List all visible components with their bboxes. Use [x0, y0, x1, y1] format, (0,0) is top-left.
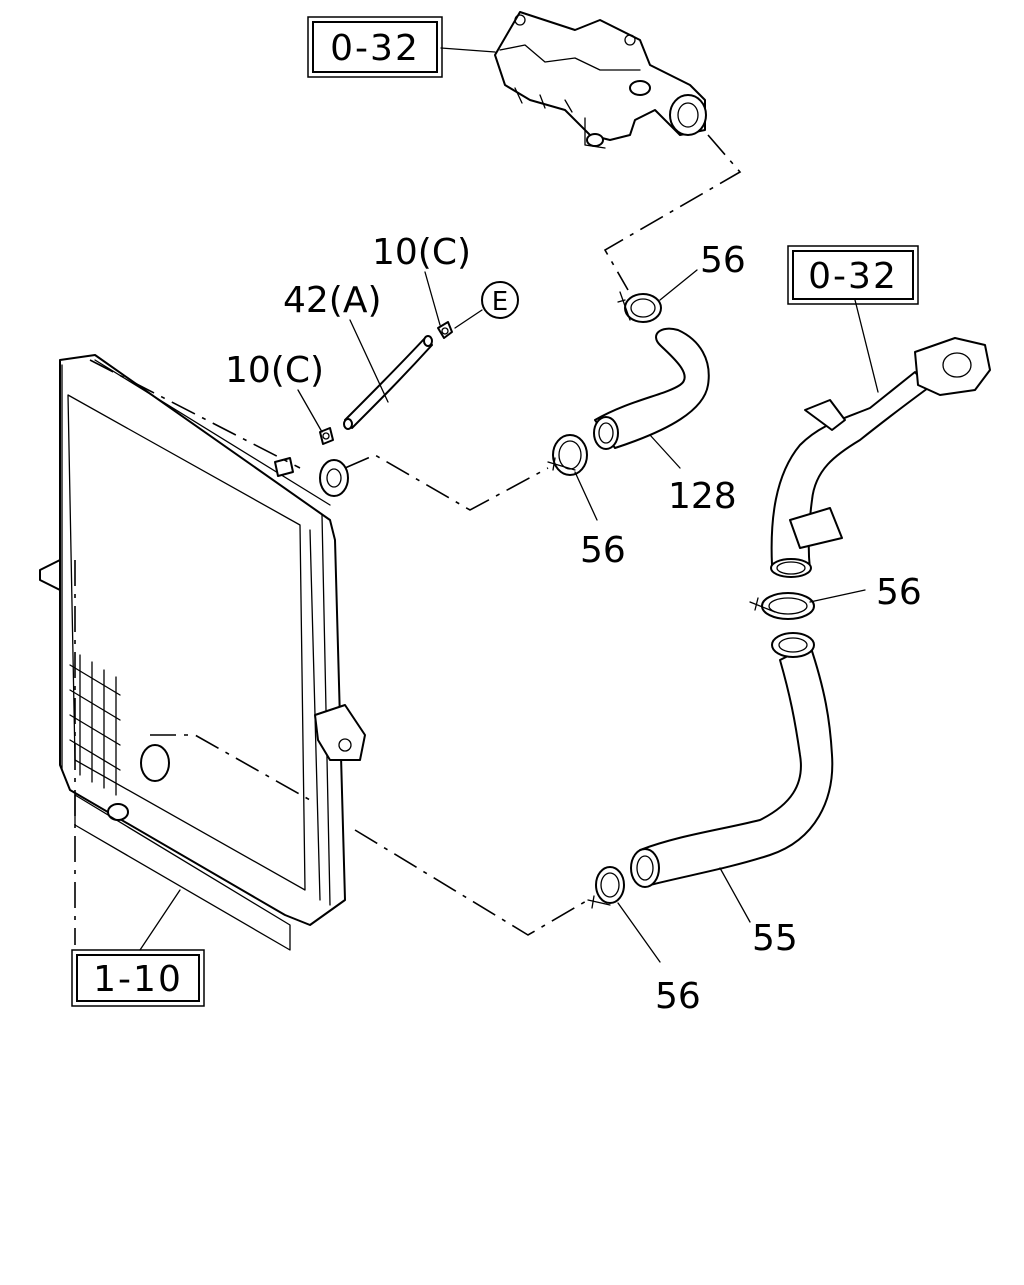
ref-box-top-left: 0-32: [307, 16, 443, 78]
thermostat-housing: [494, 11, 707, 149]
callout-clamp-lower-pipe: 56: [876, 572, 922, 613]
hose-clamp-lower-pipe: [749, 592, 815, 620]
callout-vent-hose: 42(A): [283, 280, 382, 321]
leader-lines: [139, 47, 879, 963]
callout-clamp-lower-left: 56: [655, 976, 701, 1017]
ref-box-top-left-label: 0-32: [330, 28, 420, 69]
upper-radiator-hose: [593, 327, 710, 450]
hose-clip-lower: [319, 427, 334, 445]
ref-box-bottom-left: 1-10: [71, 949, 205, 1007]
routing-lines: [74, 134, 742, 945]
water-pipe: [770, 337, 991, 578]
ref-box-right-label: 0-32: [808, 256, 898, 297]
callout-lower-hose: 55: [752, 918, 798, 959]
callout-clamp-top: 56: [700, 240, 746, 281]
connector-circle-e-label: E: [492, 287, 508, 317]
callout-upper-hose: 128: [668, 476, 737, 517]
ref-box-bottom-left-label: 1-10: [93, 959, 183, 1000]
radiator: [39, 354, 366, 951]
ref-box-right: 0-32: [787, 245, 919, 305]
hose-clamp-lower-left: [587, 866, 625, 909]
hose-clip-upper: [437, 321, 453, 339]
vent-hose: [343, 335, 433, 430]
connector-circle-e: E: [481, 281, 519, 319]
lower-radiator-hose: [630, 632, 834, 888]
callout-clip-lower: 10(C): [225, 350, 324, 391]
callout-clamp-upper-left: 56: [580, 530, 626, 571]
hose-clamp-top: [617, 291, 662, 323]
callout-clip-upper: 10(C): [372, 232, 471, 273]
hose-clamp-upper-left: [547, 434, 588, 476]
